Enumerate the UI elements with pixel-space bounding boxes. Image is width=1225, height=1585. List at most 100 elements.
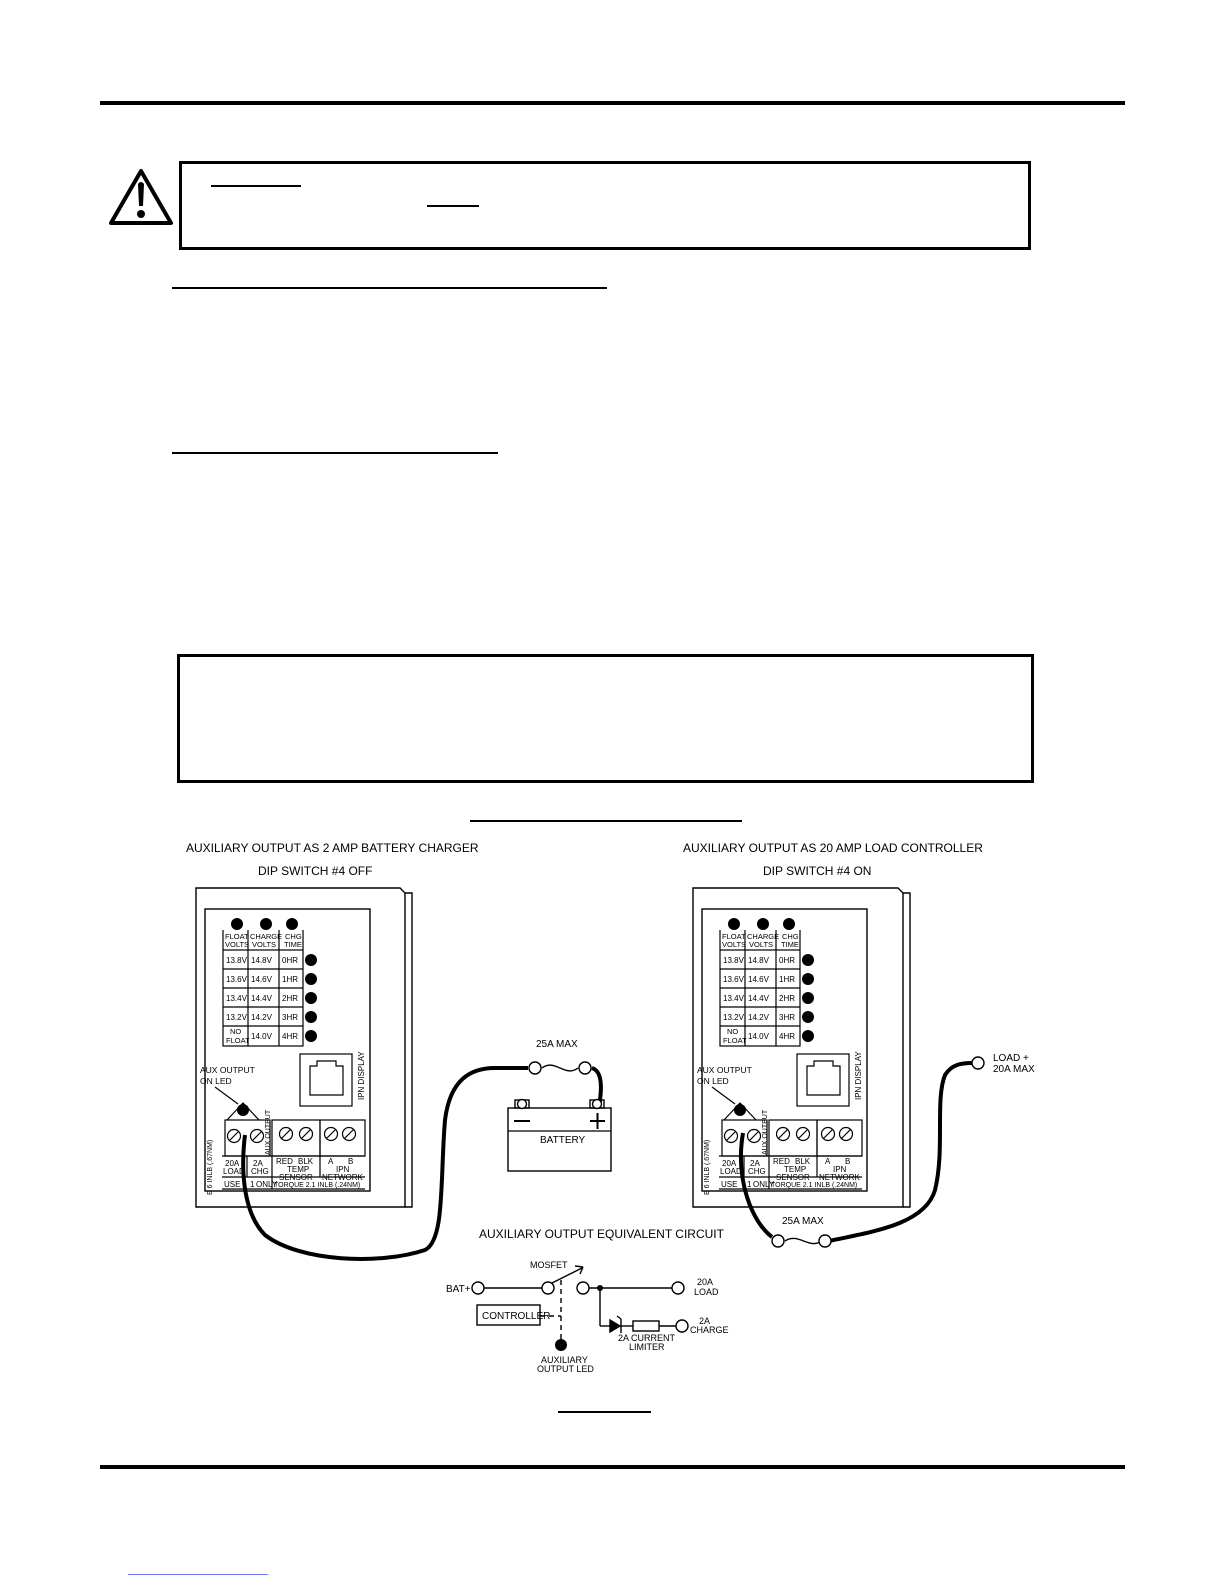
- circuit-limiter-label-1: 2A CURRENT: [618, 1333, 676, 1343]
- right-fuse: [784, 1237, 822, 1245]
- chg-time-value: 4HR: [779, 1032, 795, 1041]
- dip-header-dot: [231, 918, 243, 930]
- battery-label: BATTERY: [540, 1135, 586, 1146]
- float-volts-header: VOLTS: [722, 940, 746, 949]
- circuit-charge-label-2: CHARGE: [690, 1325, 729, 1335]
- chg-time-dot: [802, 992, 814, 1004]
- load-label-2: 20A MAX: [993, 1064, 1035, 1075]
- left-diagram-subtitle: DIP SWITCH #4 OFF: [258, 864, 372, 878]
- float-volts-value: 13.8V: [226, 956, 248, 965]
- charge-volts-value: 14.8V: [748, 956, 770, 965]
- battery-positive-wire: [591, 1066, 603, 1102]
- side-torque-label: E 6 INLB (.67NM): [704, 1140, 711, 1195]
- chg-time-dot: [802, 1011, 814, 1023]
- float-volts-header: VOLTS: [225, 940, 249, 949]
- caution-heading-underline: [211, 185, 301, 187]
- right-load-wire: [738, 1132, 774, 1239]
- section-heading-1-underline: [172, 287, 607, 289]
- float-volts-value: 13.4V: [226, 994, 248, 1003]
- terminal-2a-label: 2A: [253, 1159, 263, 1168]
- temp-blk-label: BLK: [298, 1157, 314, 1166]
- float-volts-value: 13.8V: [723, 956, 745, 965]
- right-controller: [692, 887, 911, 1208]
- charge-volts-value: 14.0V: [748, 1032, 770, 1041]
- chg-time-dot: [305, 1030, 317, 1042]
- torque-label: TORQUE 2.1 INLB (.24NM): [771, 1182, 857, 1189]
- ipn-network-label: IPN: [336, 1165, 350, 1174]
- chg-time-dot: [802, 1030, 814, 1042]
- terminal-20a-label: 20A: [722, 1159, 737, 1168]
- charge-volts-value: 14.2V: [251, 1013, 273, 1022]
- aux-led-label: ON LED: [200, 1076, 232, 1086]
- charge-volts-value: 14.8V: [251, 956, 273, 965]
- circuit-led-label-1: AUXILIARY: [541, 1355, 588, 1365]
- circuit-mosfet-label: MOSFET: [530, 1260, 568, 1270]
- ipn-display-label: IPN DISPLAY: [854, 1051, 863, 1100]
- float-volts-value: FLOAT: [226, 1036, 250, 1045]
- float-volts-header: FLOAT: [722, 932, 746, 941]
- figure-title-underline: [470, 820, 742, 822]
- ipn-network-label: NETWORK: [819, 1173, 861, 1182]
- float-volts-value: 13.6V: [723, 975, 745, 984]
- aux-led-label: AUX OUTPUT: [200, 1065, 255, 1075]
- use-only-label: ONLY: [256, 1180, 278, 1189]
- temp-sensor-label: SENSOR: [776, 1173, 810, 1182]
- caution-emphasis-underline: [427, 205, 479, 207]
- float-volts-value: NO: [727, 1027, 738, 1036]
- chg-time-dot: [305, 992, 317, 1004]
- aux-output-vertical-label: AUX OUTPUT: [762, 1109, 769, 1155]
- ipn-a-label: A: [328, 1157, 334, 1166]
- torque-label: TORQUE 2.1 INLB (.24NM): [274, 1182, 360, 1189]
- chg-time-header: CHG: [285, 932, 302, 941]
- bottom-rule: [100, 1465, 1125, 1469]
- note-box: [177, 654, 1034, 783]
- figure-caption-underline: [558, 1411, 651, 1413]
- ipn-network-label: IPN: [833, 1165, 847, 1174]
- dip-header-dot: [757, 918, 769, 930]
- aux-output-led: [237, 1104, 249, 1116]
- left-fuse: [541, 1064, 579, 1072]
- chg-time-value: 0HR: [282, 956, 298, 965]
- terminal-2a-label: CHG: [748, 1167, 766, 1176]
- circuit-limiter-label-2: LIMITER: [629, 1342, 665, 1352]
- chg-time-header: CHG: [782, 932, 799, 941]
- float-volts-header: FLOAT: [225, 932, 249, 941]
- right-diagram-subtitle: DIP SWITCH #4 ON: [763, 864, 871, 878]
- charge-volts-value: 14.6V: [748, 975, 770, 984]
- circuit-load-label-2: LOAD: [694, 1287, 719, 1297]
- right-fuse-label: 25A MAX: [782, 1216, 824, 1227]
- charge-volts-header: CHARGE: [747, 932, 779, 941]
- side-torque-label: E 6 INLB (.67NM): [207, 1140, 214, 1195]
- ipn-network-label: NETWORK: [322, 1173, 364, 1182]
- charge-volts-header: CHARGE: [250, 932, 282, 941]
- circuit-controller-label: CONTROLLER: [482, 1311, 550, 1322]
- charge-volts-value: 14.4V: [251, 994, 273, 1003]
- terminal-20a-label: LOAD: [223, 1167, 245, 1176]
- charge-volts-header: VOLTS: [252, 940, 276, 949]
- chg-time-value: 0HR: [779, 956, 795, 965]
- chg-time-value: 2HR: [779, 994, 795, 1003]
- chg-time-header: TIME: [781, 940, 799, 949]
- use-only-label: USE: [224, 1180, 240, 1189]
- left-charge-wire: [241, 1066, 528, 1261]
- terminal-2a-label: CHG: [251, 1167, 269, 1176]
- dip-header-dot: [783, 918, 795, 930]
- aux-output-vertical-label: AUX OUTPUT: [265, 1109, 272, 1155]
- aux-output-led: [734, 1104, 746, 1116]
- circuit-led-label-2: OUTPUT LED: [537, 1364, 594, 1374]
- temp-sensor-label: SENSOR: [279, 1173, 313, 1182]
- equivalent-circuit: [476, 1265, 676, 1340]
- battery-fuse-label: 25A MAX: [536, 1039, 578, 1050]
- chg-time-dot: [802, 954, 814, 966]
- chg-time-header: TIME: [284, 940, 302, 949]
- load-label-1: LOAD +: [993, 1053, 1029, 1064]
- float-volts-value: FLOAT: [723, 1036, 747, 1045]
- chg-time-value: 1HR: [282, 975, 298, 984]
- chg-time-dot: [305, 954, 317, 966]
- chg-time-dot: [305, 973, 317, 985]
- terminal-20a-label: 20A: [225, 1159, 240, 1168]
- right-diagram-title: AUXILIARY OUTPUT AS 20 AMP LOAD CONTROLL…: [683, 841, 983, 855]
